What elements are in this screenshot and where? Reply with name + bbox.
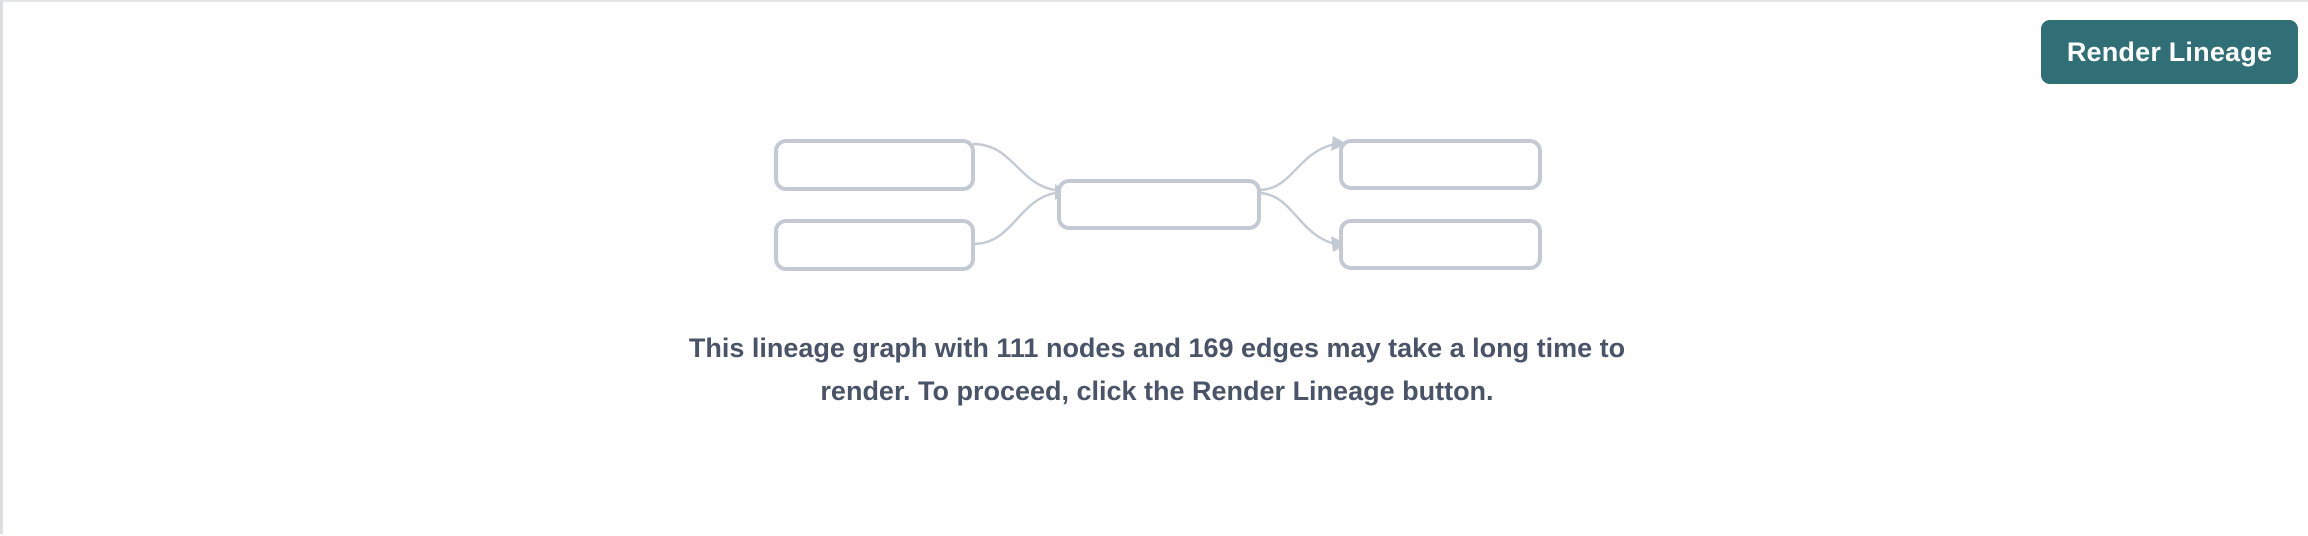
lineage-graph-diagram (774, 136, 1542, 271)
lineage-graph-placeholder (3, 2, 2308, 536)
edge-center-to-target-1 (1260, 142, 1336, 192)
arrowhead-into-center (1055, 184, 1069, 200)
lineage-node-source-1 (774, 139, 975, 191)
lineage-node-source-2 (774, 219, 975, 271)
edge-source-1-to-center (972, 142, 1056, 192)
lineage-node-target-2 (1339, 219, 1542, 270)
lineage-node-center-1 (1057, 179, 1261, 230)
render-lineage-button[interactable]: Render Lineage (2041, 20, 2298, 84)
lineage-node-target-1 (1339, 139, 1542, 190)
arrowhead-into-target-2 (1331, 236, 1347, 252)
edge-source-2-to-center (972, 191, 1056, 246)
edge-center-to-target-2 (1260, 191, 1336, 246)
lineage-warning-message: This lineage graph with 111 nodes and 16… (688, 333, 1626, 406)
arrowhead-into-target-1 (1331, 136, 1347, 151)
